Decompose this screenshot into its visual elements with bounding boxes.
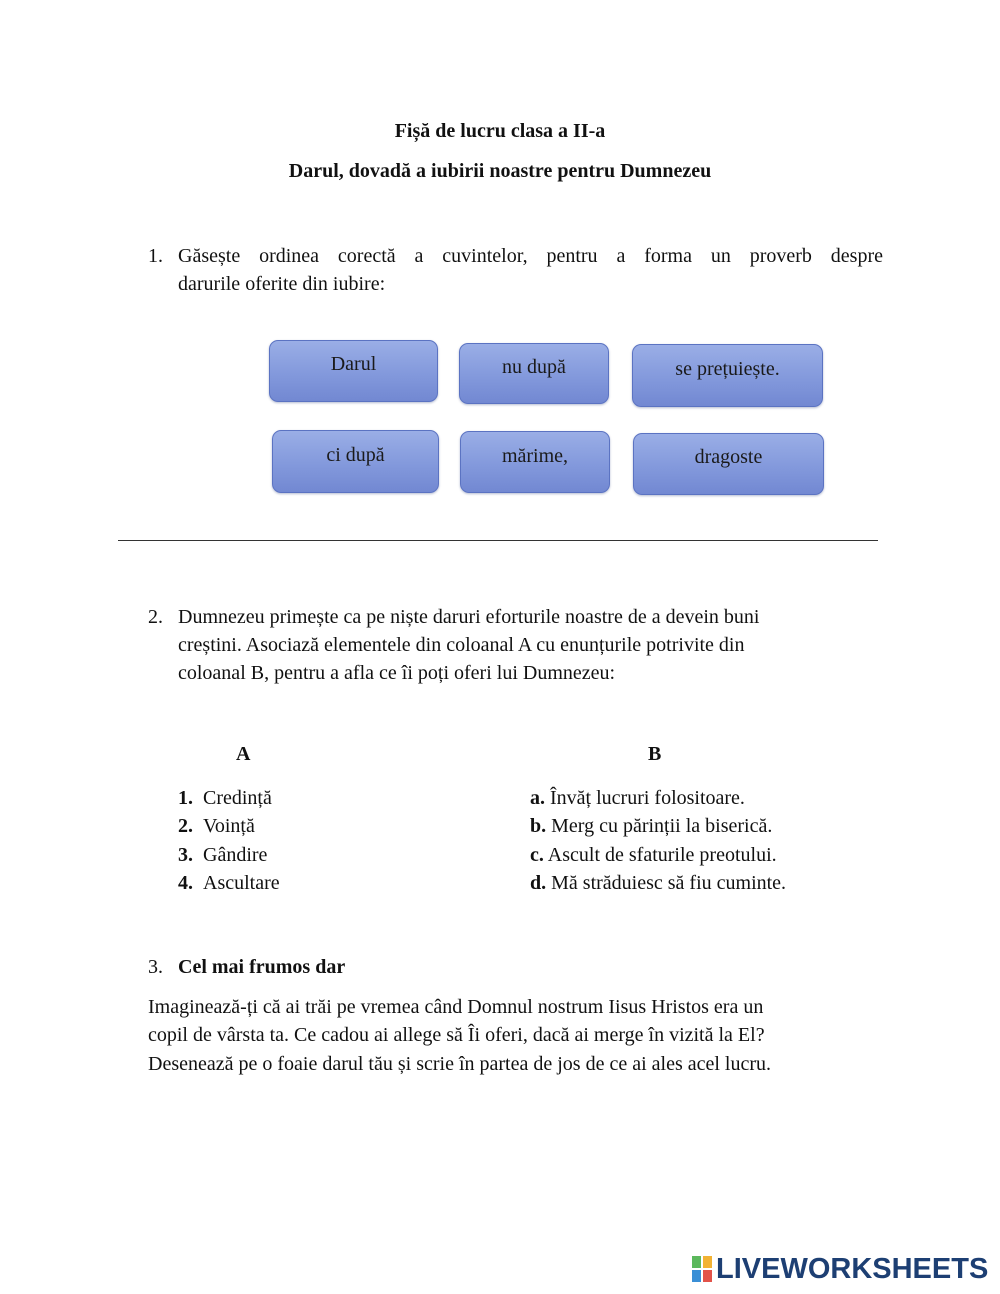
page-subtitle: Darul, dovadă a iubirii noastre pentru D… [288,160,712,182]
column-a-item-4[interactable]: 4. Ascultare [178,869,280,897]
item-number: 3. [178,844,193,866]
word-card-ci-dupa[interactable]: ci după [272,430,439,493]
word-card-marime[interactable]: mărime, [460,431,610,493]
word-card-label: nu după [502,356,566,378]
column-b-item-a[interactable]: a. Învăț lucruri folositoare. [530,784,745,812]
word-card-nu-dupa[interactable]: nu după [459,343,609,404]
liveworksheets-logo-text: LIVEWORKSHEETS [716,1252,989,1285]
word-card-label: ci după [326,444,385,466]
item-letter: c. [530,844,544,866]
exercise-1-instruction-line2: darurile oferite din iubire: [178,273,386,295]
item-letter: a. [530,787,545,809]
item-letter: d. [530,872,547,894]
item-number: 2. [178,815,193,837]
item-text: Gândire [203,844,268,866]
exercise-2-instruction-line1: Dumnezeu primește ca pe niște daruri efo… [178,606,760,628]
exercise-3-heading: Cel mai frumos dar [178,956,346,978]
item-number: 4. [178,872,193,894]
column-a-item-2[interactable]: 2. Voință [178,812,255,840]
exercise-1-instruction-line1: Găsește ordinea corectă a cuvintelor, pe… [178,245,883,267]
liveworksheets-logo: LIVEWORKSHEETS [692,1253,988,1285]
column-a-header: A [236,743,251,765]
word-card-darul[interactable]: Darul [269,340,438,402]
exercise-3-text-line3: Desenează pe o foaie darul tău și scrie … [148,1053,772,1075]
word-card-se-pretuieste[interactable]: se prețuiește. [632,344,823,407]
column-b-item-c[interactable]: c. Ascult de sfaturile preotului. [530,841,777,869]
column-b-item-b[interactable]: b. Merg cu părinții la biserică. [530,812,772,840]
liveworksheets-logo-icon [692,1256,712,1282]
exercise-3-number: 3. [148,956,163,978]
item-text: Voință [203,815,255,837]
item-letter: b. [530,815,547,837]
item-text: Credință [203,787,272,809]
page-title: Fișă de lucru clasa a II-a [394,120,606,142]
item-text: Ascultare [203,872,280,894]
word-card-label: dragoste [694,446,763,468]
item-text: Merg cu părinții la biserică. [551,815,773,837]
word-card-dragoste[interactable]: dragoste [633,433,824,495]
exercise-2-instruction-line2: creștini. Asociază elementele din coloan… [178,634,745,656]
answer-line[interactable] [118,540,878,541]
word-card-label: Darul [330,353,377,375]
column-b-item-d[interactable]: d. Mă străduiesc să fiu cuminte. [530,869,786,897]
exercise-1-number: 1. [148,245,163,267]
exercise-2-number: 2. [148,606,163,628]
item-text: Învăț lucruri folositoare. [550,787,745,809]
exercise-3-text-line1: Imaginează-ți că ai trăi pe vremea când … [148,996,764,1018]
item-text: Ascult de sfaturile preotului. [547,844,777,866]
item-number: 1. [178,787,193,809]
column-a-item-1[interactable]: 1. Credință [178,784,272,812]
column-a-item-3[interactable]: 3. Gândire [178,841,267,869]
word-card-label: se prețuiește. [675,358,780,380]
exercise-2-instruction-line3: coloanal B, pentru a afla ce îi poți ofe… [178,662,616,684]
column-b-header: B [648,743,662,765]
word-card-label: mărime, [501,445,569,467]
exercise-3-text-line2: copil de vârsta ta. Ce cadou ai allege s… [148,1024,765,1046]
item-text: Mă străduiesc să fiu cuminte. [551,872,787,894]
